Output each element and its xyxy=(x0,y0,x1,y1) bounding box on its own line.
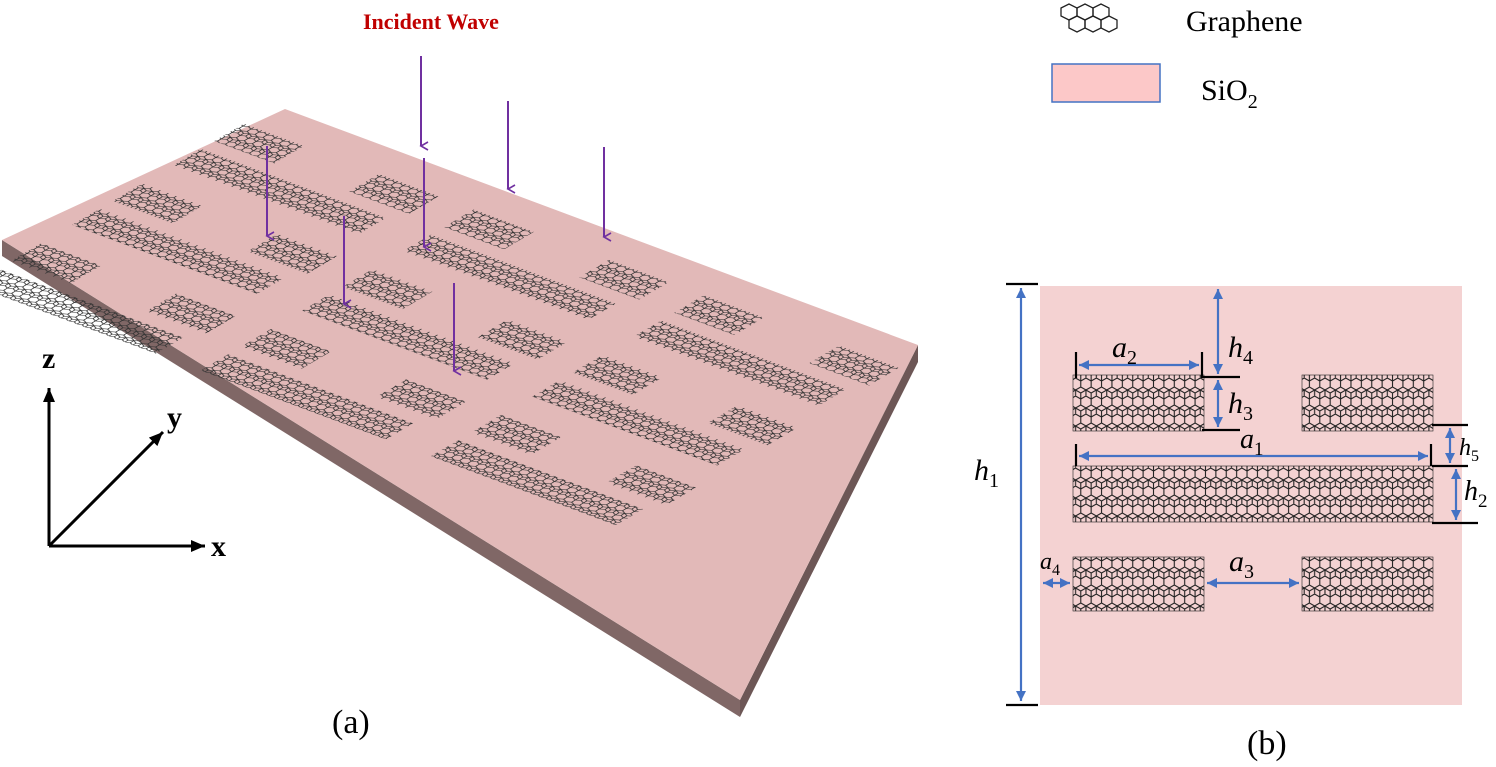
graphene-row-1 xyxy=(173,123,439,235)
graphene-patch xyxy=(241,329,332,369)
graphene-row-4 xyxy=(403,209,669,320)
graphene-patch xyxy=(674,295,764,336)
graphene-patch xyxy=(146,293,237,334)
dimension-lines xyxy=(1006,282,1478,707)
label-a2: a2 xyxy=(1112,331,1137,369)
label-a1: a1 xyxy=(1240,424,1264,460)
label-a4: a4 xyxy=(1040,549,1060,579)
substrate-side-right xyxy=(740,345,918,717)
label-h3: h3 xyxy=(1228,387,1253,425)
label-h4: h4 xyxy=(1228,331,1253,369)
graphene-ribbon xyxy=(173,148,386,235)
legend-graphene-label: Graphene xyxy=(1186,5,1303,38)
legend-sio2-swatch xyxy=(1051,63,1161,103)
graphene-patch xyxy=(349,174,439,214)
incident-wave-label: Incident Wave xyxy=(363,9,499,34)
graphene-patch xyxy=(572,355,663,395)
axis-label-z: z xyxy=(42,342,55,375)
legend-sio2-sub: 2 xyxy=(1248,91,1258,113)
graphene-patch xyxy=(707,405,798,446)
legend-sio2-main: SiO xyxy=(1201,74,1248,107)
graphene-patch xyxy=(112,183,203,224)
label-h5: h5 xyxy=(1459,435,1479,465)
graphene-row-8 xyxy=(532,355,798,466)
graphene-ribbon xyxy=(532,380,745,466)
graphene-patch-top-left xyxy=(1072,374,1205,432)
panel-label-b: (b) xyxy=(1247,725,1287,762)
graphene-patch xyxy=(477,319,568,360)
graphene-row-3 xyxy=(0,243,237,354)
graphene-legend-icon xyxy=(1060,3,1118,33)
graphene-patch xyxy=(11,243,102,284)
graphene-patch xyxy=(471,414,562,455)
substrate-side-left xyxy=(2,240,740,717)
label-h1: h1 xyxy=(974,454,999,492)
graphene-array-3d xyxy=(0,123,899,526)
graphene-patch xyxy=(579,259,669,300)
graphene-patch xyxy=(376,379,467,420)
legend: Graphene SiO2 xyxy=(1051,3,1303,113)
y-axis xyxy=(47,430,165,548)
graphene-patch-bottom-left xyxy=(1072,556,1205,612)
label-a3: a3 xyxy=(1229,545,1254,583)
label-h2: h2 xyxy=(1464,476,1488,512)
graphene-ribbon xyxy=(200,354,414,440)
legend-sio2-label: SiO2 xyxy=(1201,74,1258,113)
graphene-ribbon xyxy=(430,440,644,526)
graphene-patch xyxy=(342,269,433,310)
graphene-ribbon xyxy=(403,234,616,320)
graphene-patch xyxy=(214,123,304,164)
graphene-patch xyxy=(606,465,697,506)
panel-label-a: (a) xyxy=(332,704,370,741)
axis-label-x: x xyxy=(211,530,226,563)
graphene-row-5 xyxy=(302,269,568,380)
graphene-patch-bottom-right xyxy=(1301,556,1434,612)
graphene-row-2 xyxy=(72,183,338,294)
dimension-labels: h1 h4 h3 a2 a1 h5 h2 a4 a3 xyxy=(974,331,1488,583)
graphene-ribbon xyxy=(302,294,515,380)
graphene-patch xyxy=(809,345,899,386)
graphene-row-6 xyxy=(200,329,467,440)
axis-label-y: y xyxy=(167,401,182,434)
graphene-patch xyxy=(444,209,534,250)
graphene-ribbon xyxy=(633,320,846,406)
coordinate-axes xyxy=(43,388,205,552)
unit-cell xyxy=(1040,286,1462,705)
graphene-patch-top-right xyxy=(1301,374,1434,432)
graphene-ribbon xyxy=(72,208,285,294)
graphene-row-9 xyxy=(430,414,697,526)
incident-wave-arrows xyxy=(265,56,612,376)
graphene-ribbon-center xyxy=(1072,465,1434,523)
graphene-row-7 xyxy=(633,295,899,406)
graphene-ribbon xyxy=(0,268,184,354)
graphene-patch xyxy=(247,233,338,274)
